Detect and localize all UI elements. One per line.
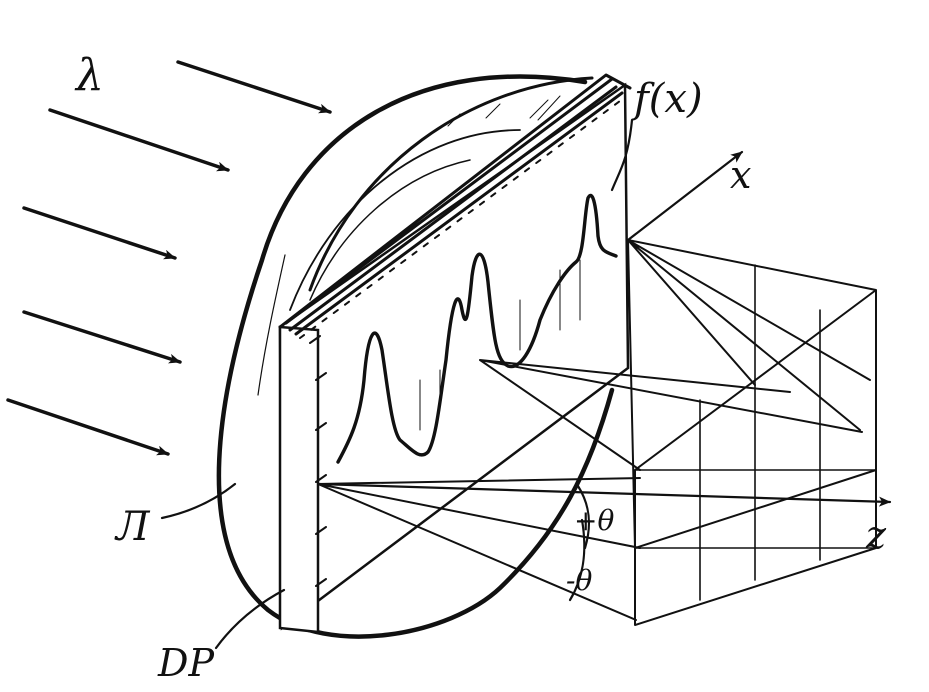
incident-ray (48, 108, 230, 172)
plus-theta-arc (576, 484, 591, 550)
box-grid (634, 264, 877, 601)
lens-leader (160, 482, 237, 520)
z-axis (316, 482, 892, 507)
leader-lines (160, 482, 286, 650)
lens-label: Л (114, 504, 151, 550)
incident-ray (22, 310, 182, 364)
incident-ray (22, 206, 177, 260)
box-edges (627, 239, 877, 626)
x-axis (626, 150, 744, 242)
plate-pointer-line (610, 118, 634, 192)
plate-side-face (278, 325, 320, 634)
plate-edge-ticks (309, 335, 327, 587)
minus-theta-label: -θ (566, 564, 592, 597)
incident-ray (6, 398, 170, 456)
lens (216, 74, 615, 639)
plate-label: DP (157, 641, 215, 685)
axes (316, 150, 892, 507)
plate-leader (214, 588, 286, 650)
profile-curve (336, 193, 618, 464)
diffracted-rays (317, 239, 871, 621)
profile-label: f(x) (631, 76, 703, 122)
incident-rays (6, 60, 332, 456)
intensity-profile (336, 193, 618, 464)
incident-ray (176, 60, 332, 114)
lens-highlight (257, 254, 286, 396)
labels: λ f(x) x z Л DP +θ -θ (74, 50, 887, 685)
x-axis-label: x (730, 153, 751, 197)
plate-top-edge (278, 73, 632, 336)
lens-back-edge (308, 76, 594, 292)
lens-highlight (289, 129, 521, 311)
minus-theta-arc (568, 518, 586, 602)
z-axis-label: z (865, 513, 887, 557)
plus-theta-label: +θ (574, 504, 614, 537)
lens-outline (216, 74, 615, 639)
wavelength-label: λ (74, 50, 104, 101)
lens-shading (447, 95, 561, 127)
lens-highlight (309, 159, 471, 301)
plate-edge-dashes (299, 97, 625, 339)
plate-face (278, 82, 630, 631)
projection-box (317, 239, 877, 626)
diffraction-plate (278, 73, 634, 634)
